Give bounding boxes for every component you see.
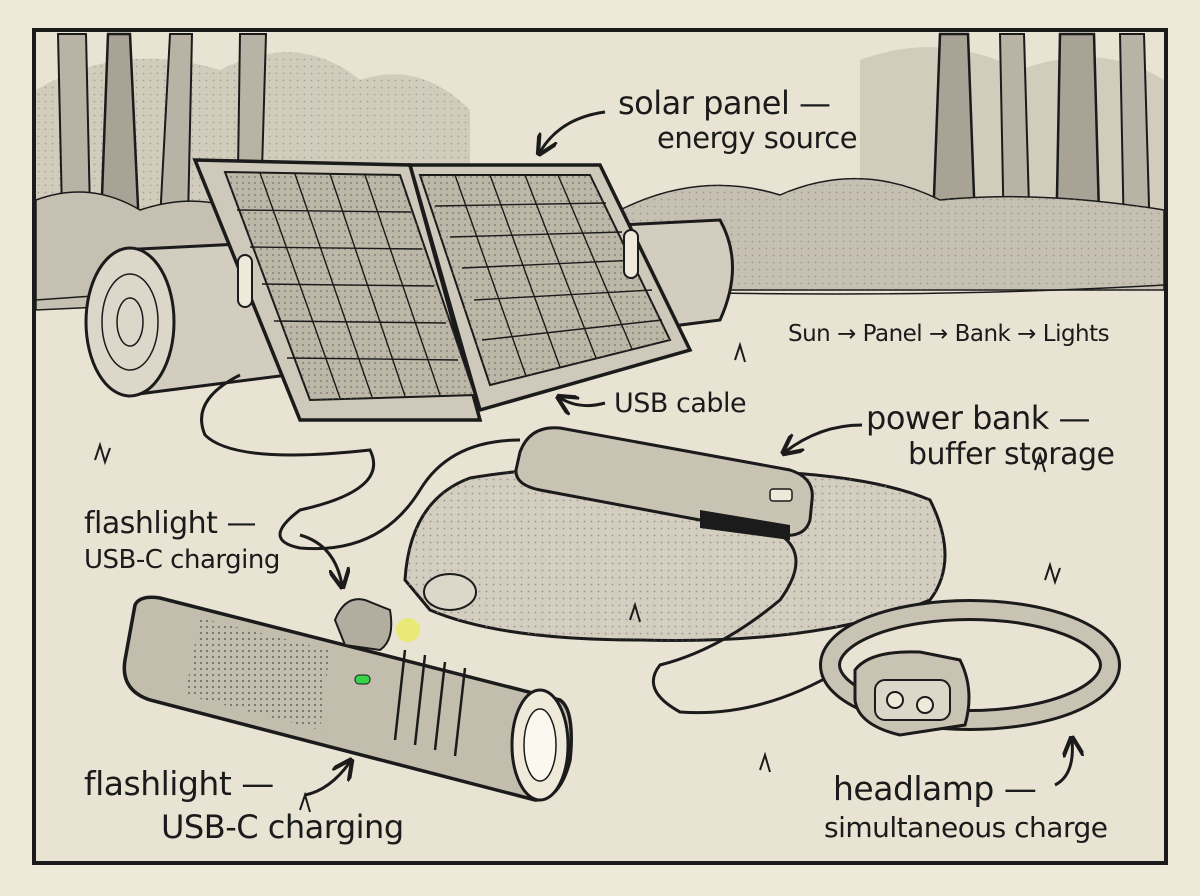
headlamp-label: headlamp — (833, 769, 1037, 808)
usb-cable-label: USB cable (614, 388, 747, 419)
annotation-arrows (299, 110, 1072, 797)
power-bank-icon (514, 426, 814, 540)
solar-panel-role-label: energy source (657, 121, 858, 155)
solar-panel-label: solar panel — (618, 84, 831, 122)
power-bank-label: power bank — (866, 399, 1090, 437)
flashlight-role-label-top: USB-C charging (84, 545, 280, 575)
flashlight-role-label-bottom: USB-C charging (161, 808, 404, 846)
flashlight-label-bottom: flashlight — (84, 764, 274, 803)
usb-cable-icon (200, 373, 841, 715)
flashlight-icon (122, 595, 573, 802)
headlamp-icon (819, 599, 1121, 737)
power-bank-role-label: buffer storage (908, 437, 1115, 472)
solar-panel-icon (192, 158, 693, 422)
headlamp-role-label: simultaneous charge (824, 811, 1108, 844)
forest-background (35, 32, 1165, 311)
flashlight-label-top: flashlight — (84, 506, 256, 541)
energy-flow-label: Sun → Panel → Bank → Lights (788, 321, 1110, 347)
